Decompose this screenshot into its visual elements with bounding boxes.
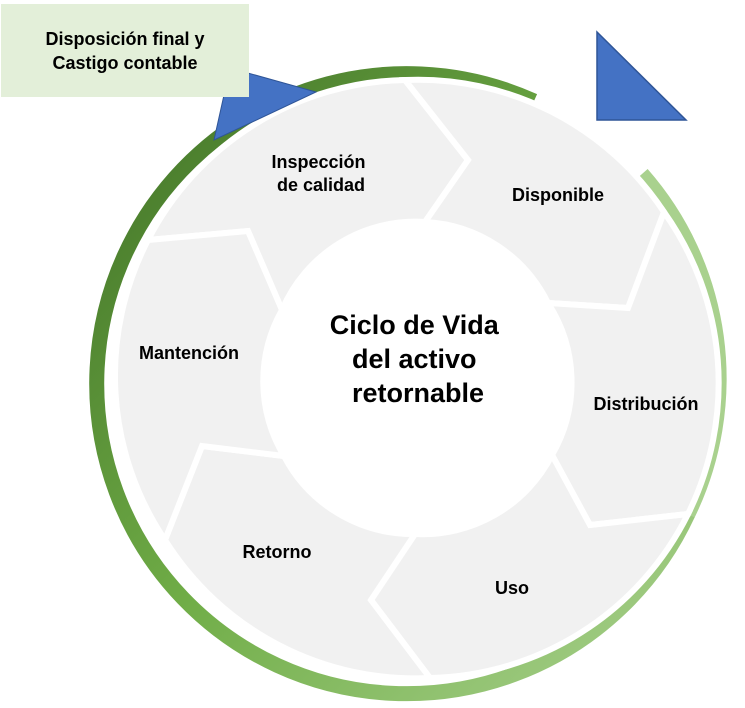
segment-mantencion xyxy=(111,227,290,547)
stage-label-inspeccion: Inspección de calidad xyxy=(271,152,370,195)
stage-label-retorno-line-1: Retorno xyxy=(243,542,312,562)
stage-label-inspeccion-line-1: Inspección xyxy=(271,152,365,172)
stage-label-inspeccion-line-2: de calidad xyxy=(277,175,365,195)
disposal-note-box: Disposición final y Castigo contable xyxy=(1,4,249,97)
stage-label-uso: Uso xyxy=(495,578,529,598)
disposal-note-text: Disposición final y Castigo contable xyxy=(45,28,205,73)
stage-label-distribucion-line-1: Distribución xyxy=(593,394,698,414)
stage-label-disponible-line-1: Disponible xyxy=(512,185,604,205)
stage-label-retorno: Retorno xyxy=(243,542,312,562)
center-title-line-3: retornable xyxy=(352,378,484,408)
stage-label-mantencion: Mantención xyxy=(139,343,239,363)
center-circle xyxy=(264,226,572,534)
stage-label-mantencion-line-1: Mantención xyxy=(139,343,239,363)
stage-label-distribucion: Distribución xyxy=(593,394,698,414)
stage-label-uso-line-1: Uso xyxy=(495,578,529,598)
stage-label-disponible: Disponible xyxy=(512,185,604,205)
triangle-pointer-right xyxy=(596,30,688,121)
center-title-line-1: Ciclo de Vida xyxy=(330,310,500,340)
cycle-segments xyxy=(111,76,722,682)
center-title-line-2: del activo xyxy=(352,344,477,374)
center-title: Ciclo de Vida del activo retornable xyxy=(330,310,507,408)
